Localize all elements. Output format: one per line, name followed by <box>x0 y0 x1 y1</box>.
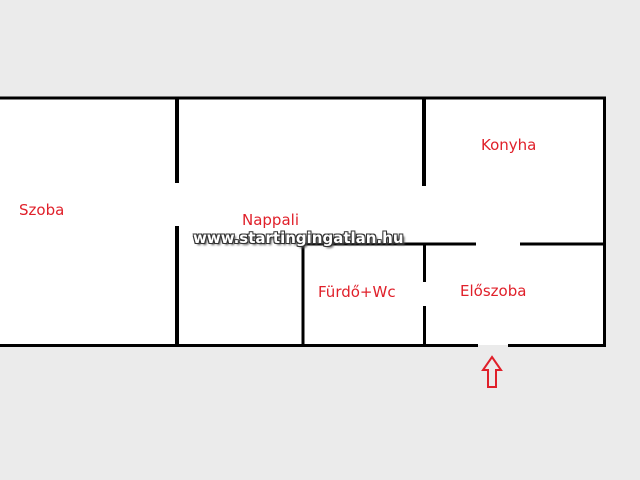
room-label-szoba: Szoba <box>19 201 65 219</box>
watermark-text: www.startingingatlan.hu <box>193 229 404 247</box>
arrow-up-icon <box>481 355 503 388</box>
room-label-furdo-wc: Fürdő+Wc <box>318 283 396 301</box>
room-label-nappali: Nappali <box>242 211 299 229</box>
room-label-eloszoba: Előszoba <box>460 282 527 300</box>
room-label-konyha: Konyha <box>481 136 537 154</box>
